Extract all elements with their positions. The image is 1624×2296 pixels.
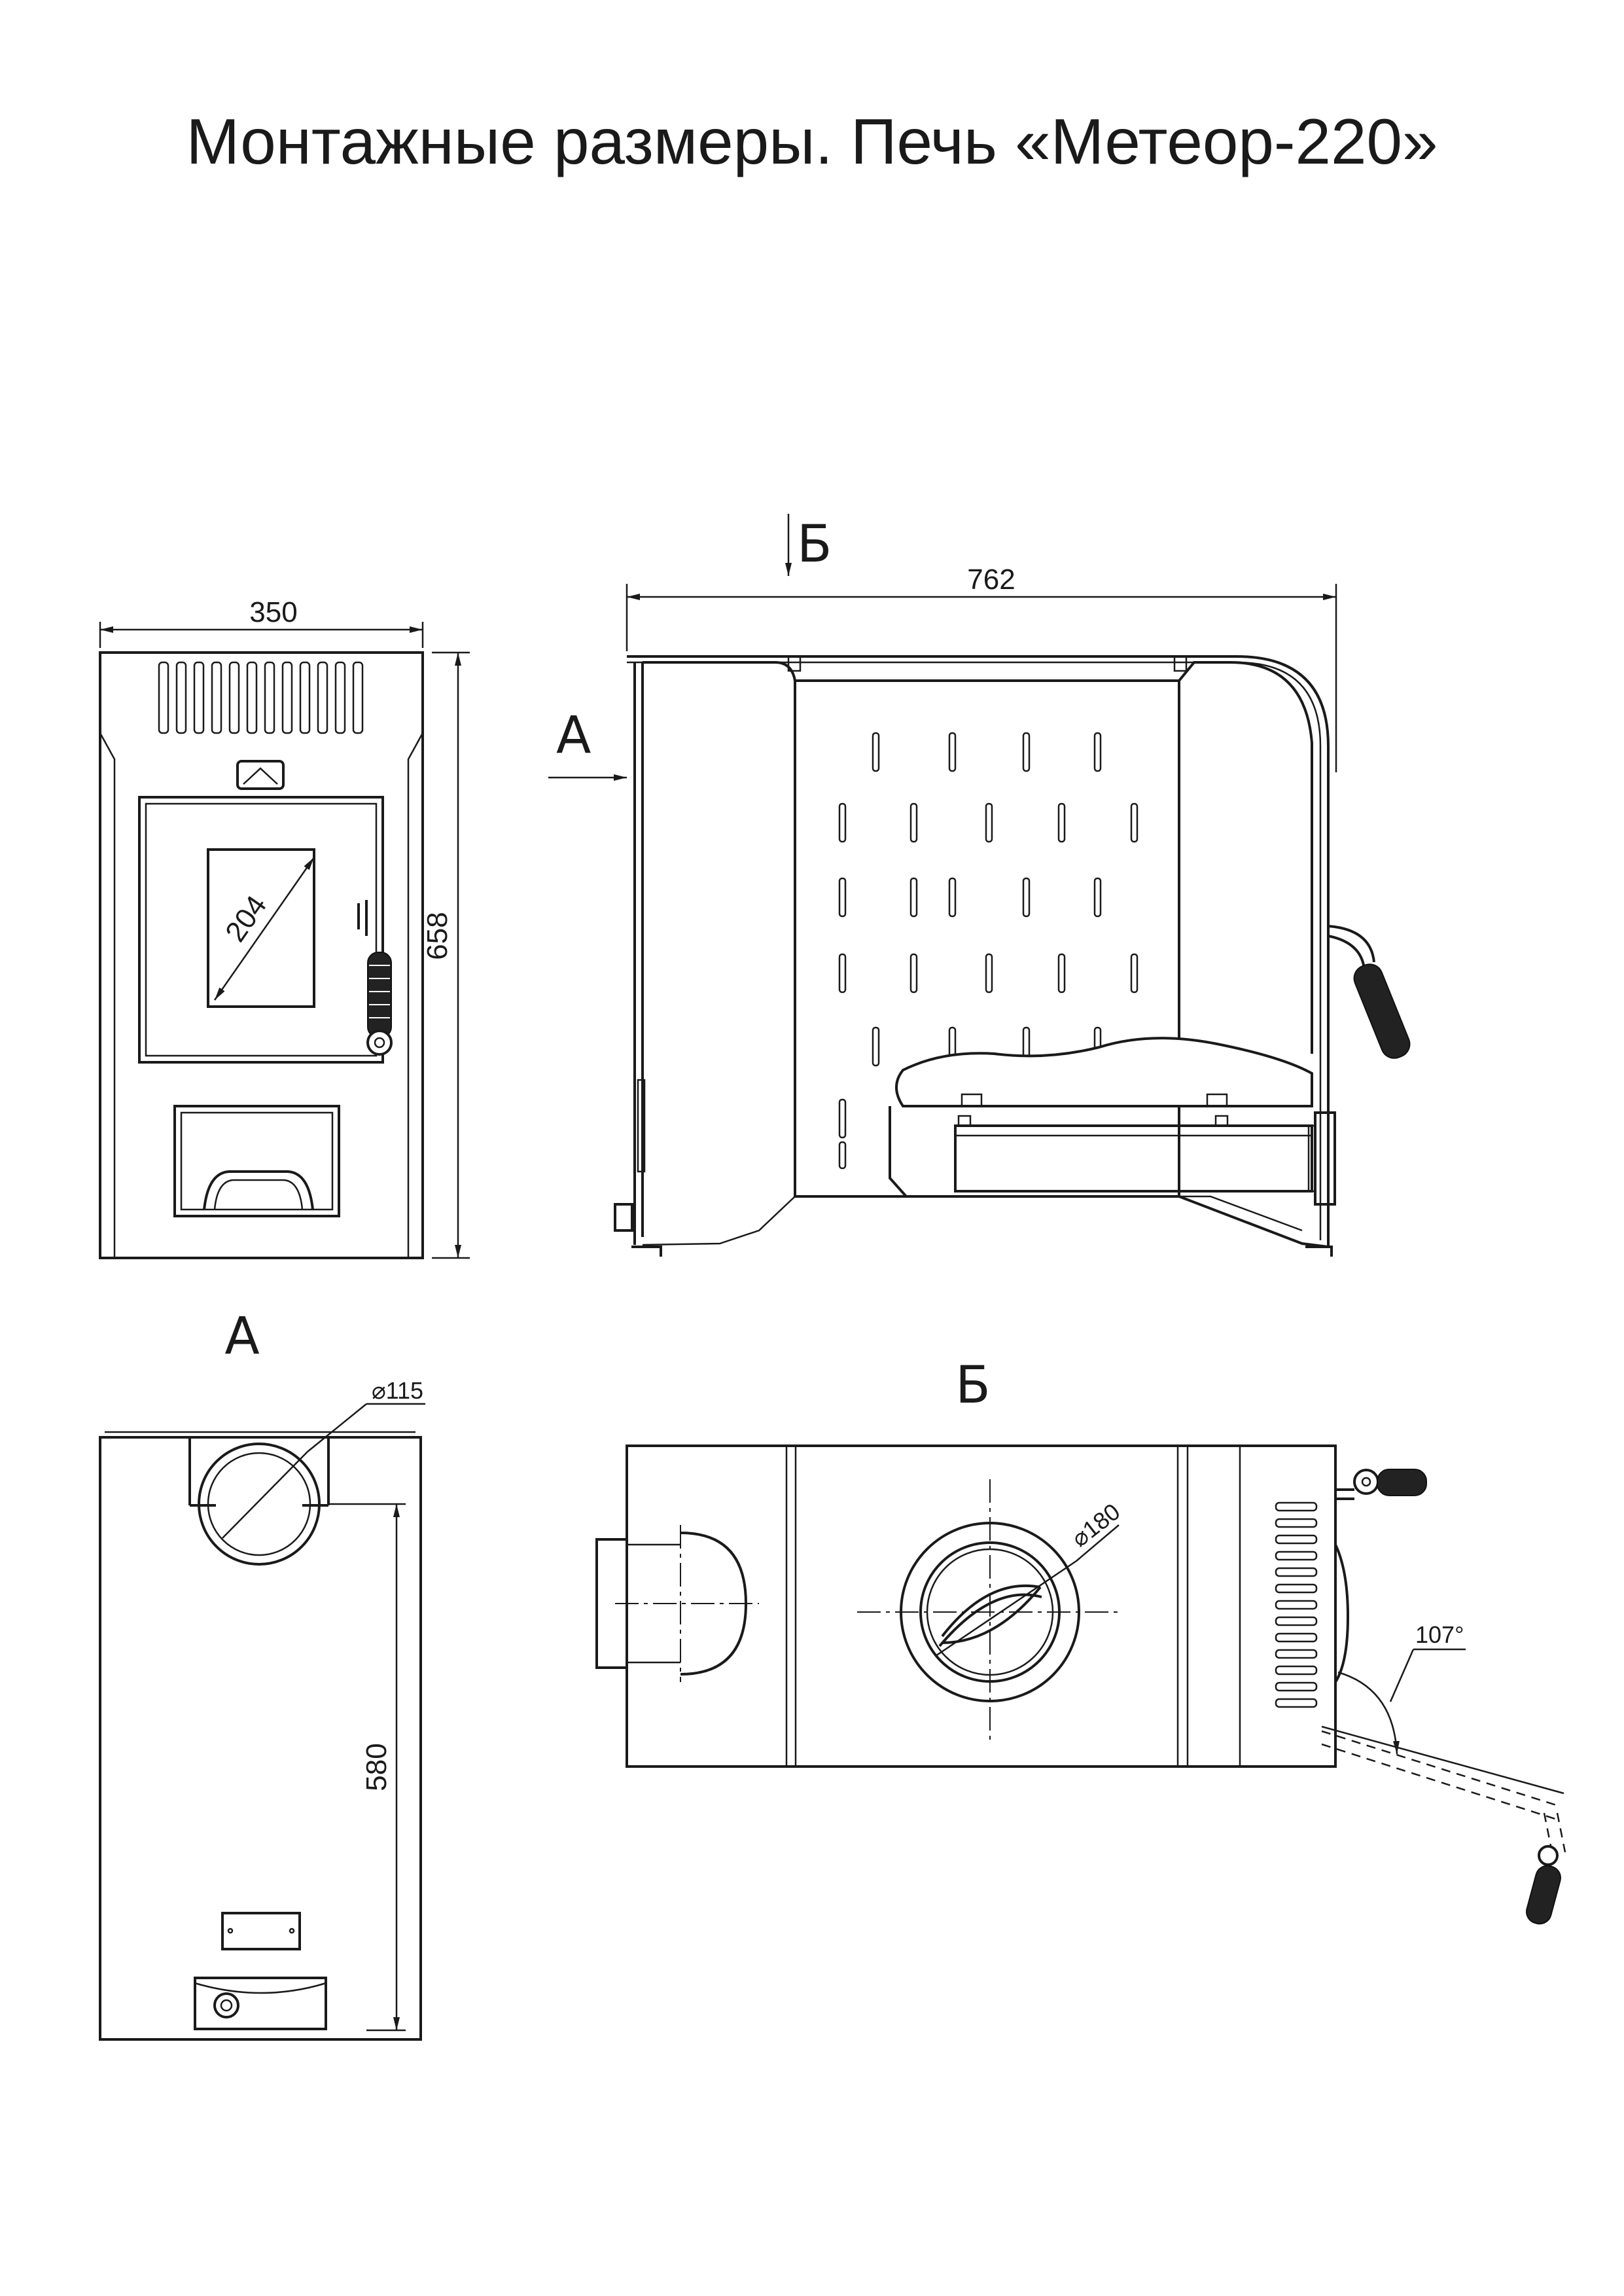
- front-vent-slots: [158, 661, 364, 734]
- side-view: 762 Б А: [548, 514, 1411, 1257]
- top-vent-slots: [1275, 1501, 1318, 1708]
- name-plate: [221, 1912, 301, 1950]
- top-handle-icon: [1335, 1469, 1427, 1500]
- side-perforation-slots: [838, 732, 1139, 1170]
- ash-door: [173, 1105, 340, 1217]
- view-b-heading: Б: [955, 1356, 991, 1415]
- flue-pipe-outer: [198, 1443, 321, 1566]
- fire-door: [138, 796, 384, 1064]
- logo-badge-icon: [236, 760, 285, 790]
- side-length-label: 762: [967, 564, 1015, 596]
- front-height-label: 658: [421, 912, 453, 960]
- view-arrow-a-label: А: [556, 706, 591, 765]
- stone-pile: [895, 1037, 1313, 1108]
- front-width-label: 350: [249, 596, 297, 628]
- view-a-pipe-diameter-label: ⌀115: [372, 1377, 423, 1404]
- view-arrow-b-label: Б: [797, 515, 832, 574]
- front-view: 204 350 658: [99, 596, 470, 1259]
- view-b: Б ⌀180: [595, 1356, 1566, 1925]
- view-a-height-label: 580: [361, 1743, 393, 1791]
- side-handle-icon: [1328, 925, 1411, 1059]
- drawing-title: Монтажные размеры. Печь «Метеор-220»: [186, 105, 1438, 177]
- door-glass: [207, 848, 315, 1008]
- glass-diagonal-label: 204: [219, 890, 273, 948]
- view-b-angle-label: 107°: [1415, 1621, 1464, 1648]
- view-a-heading: А: [224, 1307, 259, 1366]
- view-a: А ⌀115 580: [99, 1307, 425, 2041]
- door-handle-icon: [357, 900, 393, 1056]
- open-handle-icon: [1526, 1812, 1566, 1925]
- ash-drawer: [954, 1124, 1313, 1193]
